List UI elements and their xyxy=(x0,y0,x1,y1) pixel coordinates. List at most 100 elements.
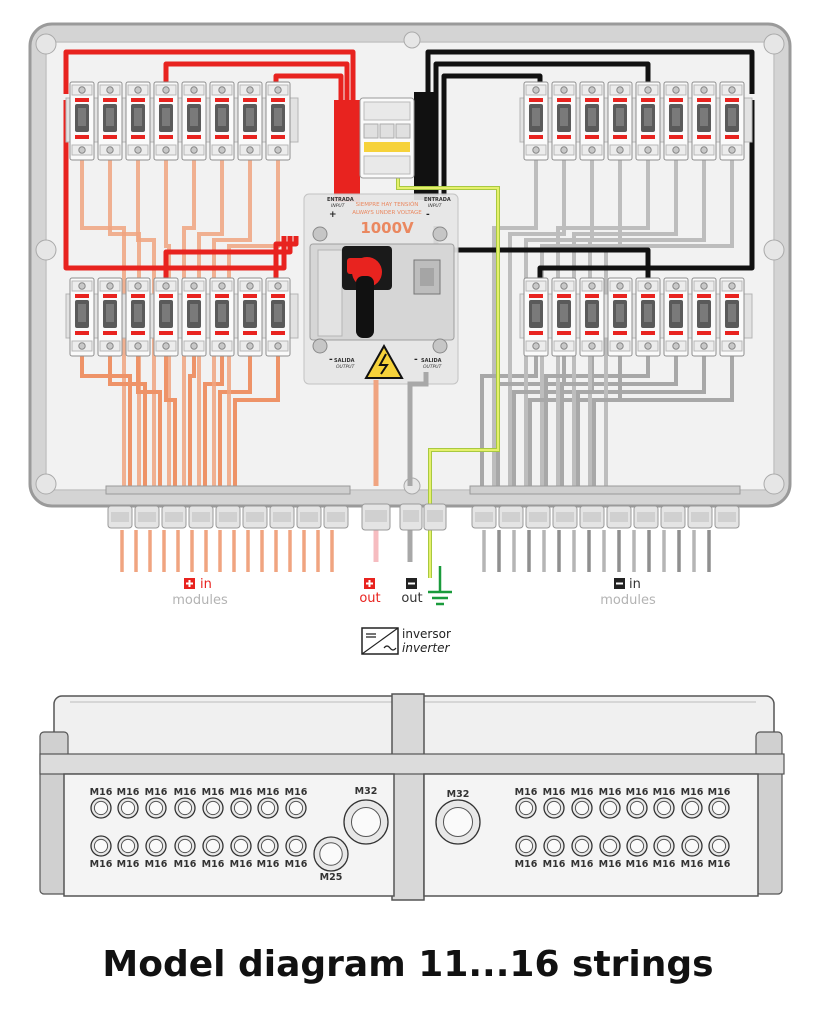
fuse-indicator xyxy=(215,294,229,298)
cable-gland-nut xyxy=(403,510,419,522)
fuse-indicator xyxy=(215,331,229,335)
fuse-indicator xyxy=(557,98,571,102)
fuse-indicator xyxy=(215,98,229,102)
cable-gland-nut xyxy=(583,512,601,522)
surge-protector xyxy=(359,97,415,179)
gland-inner xyxy=(233,800,249,816)
fuse-handle-grip xyxy=(162,304,170,322)
fuse-handle-grip xyxy=(162,108,170,126)
fuse-holder-row xyxy=(65,81,299,161)
negative-string-wire-upper xyxy=(508,160,566,486)
gland-size-label: M16 xyxy=(571,859,594,870)
screw-icon xyxy=(560,282,568,290)
fuse-indicator xyxy=(187,331,201,335)
fuse-handle-grip xyxy=(78,304,86,322)
fuse-indicator xyxy=(159,331,173,335)
screw-icon xyxy=(672,86,680,94)
cable-gland: M16 xyxy=(174,787,197,819)
gland-size-label: M16 xyxy=(708,859,731,870)
fuse-indicator xyxy=(529,294,543,298)
positive-string-wire-lower xyxy=(164,356,177,486)
positive-bus-wires xyxy=(63,49,360,278)
gland-inner xyxy=(546,838,562,854)
fuse-indicator xyxy=(557,331,571,335)
disconnector-output-es-label-right: SALIDA xyxy=(421,358,442,364)
disconnector-output-en-label: OUTPUT xyxy=(336,364,356,370)
voltage-warning-en: ALWAYS UNDER VOLTAGE xyxy=(352,210,422,216)
inverter-es-label: inversor xyxy=(402,627,451,641)
cable-gland-rail xyxy=(105,485,741,531)
earth-ground-icon xyxy=(428,566,452,606)
fuse-handle-grip xyxy=(560,108,568,126)
cable-gland: M25 xyxy=(313,836,349,883)
disconnector-input-es-label-right: ENTRADA xyxy=(424,197,451,203)
gland-inner xyxy=(148,838,164,854)
gland-size-label: M16 xyxy=(230,859,253,870)
negative-string-wire-lower xyxy=(592,356,734,486)
cable-gland: M16 xyxy=(285,835,308,870)
fuse-indicator xyxy=(75,331,89,335)
fuse-indicator xyxy=(187,98,201,102)
fuse-indicator xyxy=(243,98,257,102)
fuse-indicator xyxy=(613,98,627,102)
screw-icon xyxy=(218,86,226,94)
negative-in-label: in xyxy=(629,577,641,592)
fuse-handle-grip xyxy=(616,304,624,322)
screw-icon xyxy=(728,342,736,350)
screw-icon xyxy=(532,342,540,350)
gland-size-label: M16 xyxy=(174,859,197,870)
screw-icon xyxy=(728,282,736,290)
disconnector-input-minus: - xyxy=(426,210,430,220)
fuse-holder xyxy=(181,81,207,161)
screw-icon xyxy=(218,146,226,154)
fuse-holder xyxy=(125,81,151,161)
fuse-indicator xyxy=(697,98,711,102)
fuse-handle-grip xyxy=(532,108,540,126)
fuse-indicator xyxy=(103,331,117,335)
gland-inner xyxy=(350,806,382,838)
fuse-handle-grip xyxy=(218,108,226,126)
fuse-indicator xyxy=(159,135,173,139)
cable-gland: M16 xyxy=(285,787,308,819)
fuse-indicator xyxy=(697,135,711,139)
gland-inner xyxy=(93,800,109,816)
fuse-handle-grip xyxy=(700,108,708,126)
fuse-indicator xyxy=(243,135,257,139)
screw-icon xyxy=(162,342,170,350)
fuse-holder xyxy=(579,277,605,357)
fuse-handle-grip xyxy=(616,108,624,126)
fuse-holder xyxy=(69,277,95,357)
fuse-holder xyxy=(209,81,235,161)
cable-gland-nut xyxy=(138,512,156,522)
cable-gland: M16 xyxy=(230,835,253,870)
fuse-indicator xyxy=(585,135,599,139)
fuse-holder xyxy=(551,81,577,161)
fuse-holder-row xyxy=(65,277,299,357)
cable-gland: M16 xyxy=(117,835,140,870)
gland-size-label: M16 xyxy=(599,859,622,870)
gland-size-label: M16 xyxy=(257,859,280,870)
fuse-indicator xyxy=(271,135,285,139)
positive-in-label: in xyxy=(200,577,212,592)
screw-icon xyxy=(134,282,142,290)
voltage-rating: 1000V xyxy=(360,219,414,237)
screw-icon xyxy=(700,86,708,94)
fuse-handle-grip xyxy=(274,304,282,322)
gland-size-label: M16 xyxy=(515,859,538,870)
screw-icon xyxy=(700,282,708,290)
gland-inner xyxy=(656,800,672,816)
gland-inner xyxy=(518,838,534,854)
fuse-indicator xyxy=(529,135,543,139)
fuse-holder xyxy=(209,277,235,357)
disconnector-input-en-label: INPUT xyxy=(331,203,346,209)
screw-icon xyxy=(162,282,170,290)
fuse-indicator xyxy=(557,294,571,298)
fuse-holder xyxy=(579,81,605,161)
gland-size-label: M16 xyxy=(599,787,622,798)
cable-gland: M16 xyxy=(515,835,538,870)
fuse-indicator xyxy=(585,331,599,335)
screw-icon xyxy=(672,342,680,350)
cable-gland: M16 xyxy=(708,835,731,870)
fuse-holder xyxy=(153,277,179,357)
fuse-handle-grip xyxy=(190,108,198,126)
